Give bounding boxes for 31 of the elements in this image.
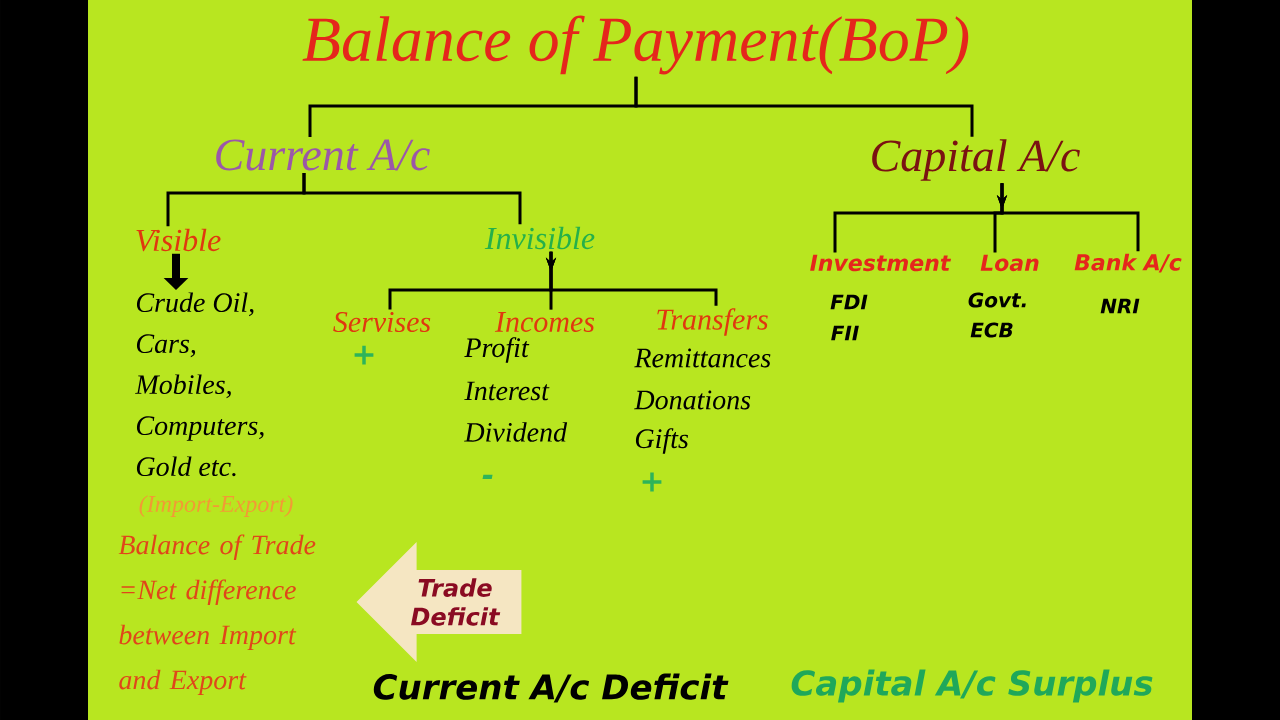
category-label: Loan bbox=[980, 254, 1039, 272]
branch-heading: Capital A/c bbox=[872, 139, 1080, 181]
item-text: Interest bbox=[464, 381, 550, 401]
category-label: Servises bbox=[333, 311, 431, 333]
item-list: Crude Oil, Cars, Mobiles, Computers, Gold etc. bbox=[135, 292, 264, 477]
item-text: FDI bbox=[830, 294, 868, 310]
category-label: Invisible bbox=[484, 226, 595, 250]
category-label: Incomes bbox=[494, 312, 595, 332]
connector-line bbox=[302, 172, 522, 225]
item-text: Remittances bbox=[634, 348, 771, 368]
category-label: Investment bbox=[810, 254, 952, 272]
item-text: Donations bbox=[634, 390, 751, 410]
item-text: Dividend bbox=[464, 422, 568, 442]
item-text: FII bbox=[831, 325, 859, 341]
item-text: ECB bbox=[970, 322, 1013, 338]
definition-text: Balance of Trade =Net difference between Import and Export bbox=[118, 534, 316, 696]
sign-text: - bbox=[482, 474, 493, 479]
note-text: (Import-Export) bbox=[139, 495, 293, 517]
item-text: Gifts bbox=[635, 428, 688, 454]
heading-text: Balance of Payment(BoP) bbox=[302, 15, 969, 75]
sign-text: + bbox=[642, 472, 662, 492]
category-label: Bank A/c bbox=[1074, 253, 1182, 273]
branch-heading: Current A/c bbox=[216, 139, 430, 171]
connector-line bbox=[634, 76, 974, 137]
summary-text: Capital A/c Surplus bbox=[791, 669, 1153, 703]
item-text: Govt. bbox=[968, 292, 1026, 308]
sign-text: + bbox=[354, 345, 374, 365]
category-label: Visible bbox=[136, 228, 221, 252]
item-text: NRI bbox=[1100, 298, 1140, 314]
category-label: Transfers bbox=[657, 308, 768, 336]
item-text: Profit bbox=[464, 337, 530, 363]
